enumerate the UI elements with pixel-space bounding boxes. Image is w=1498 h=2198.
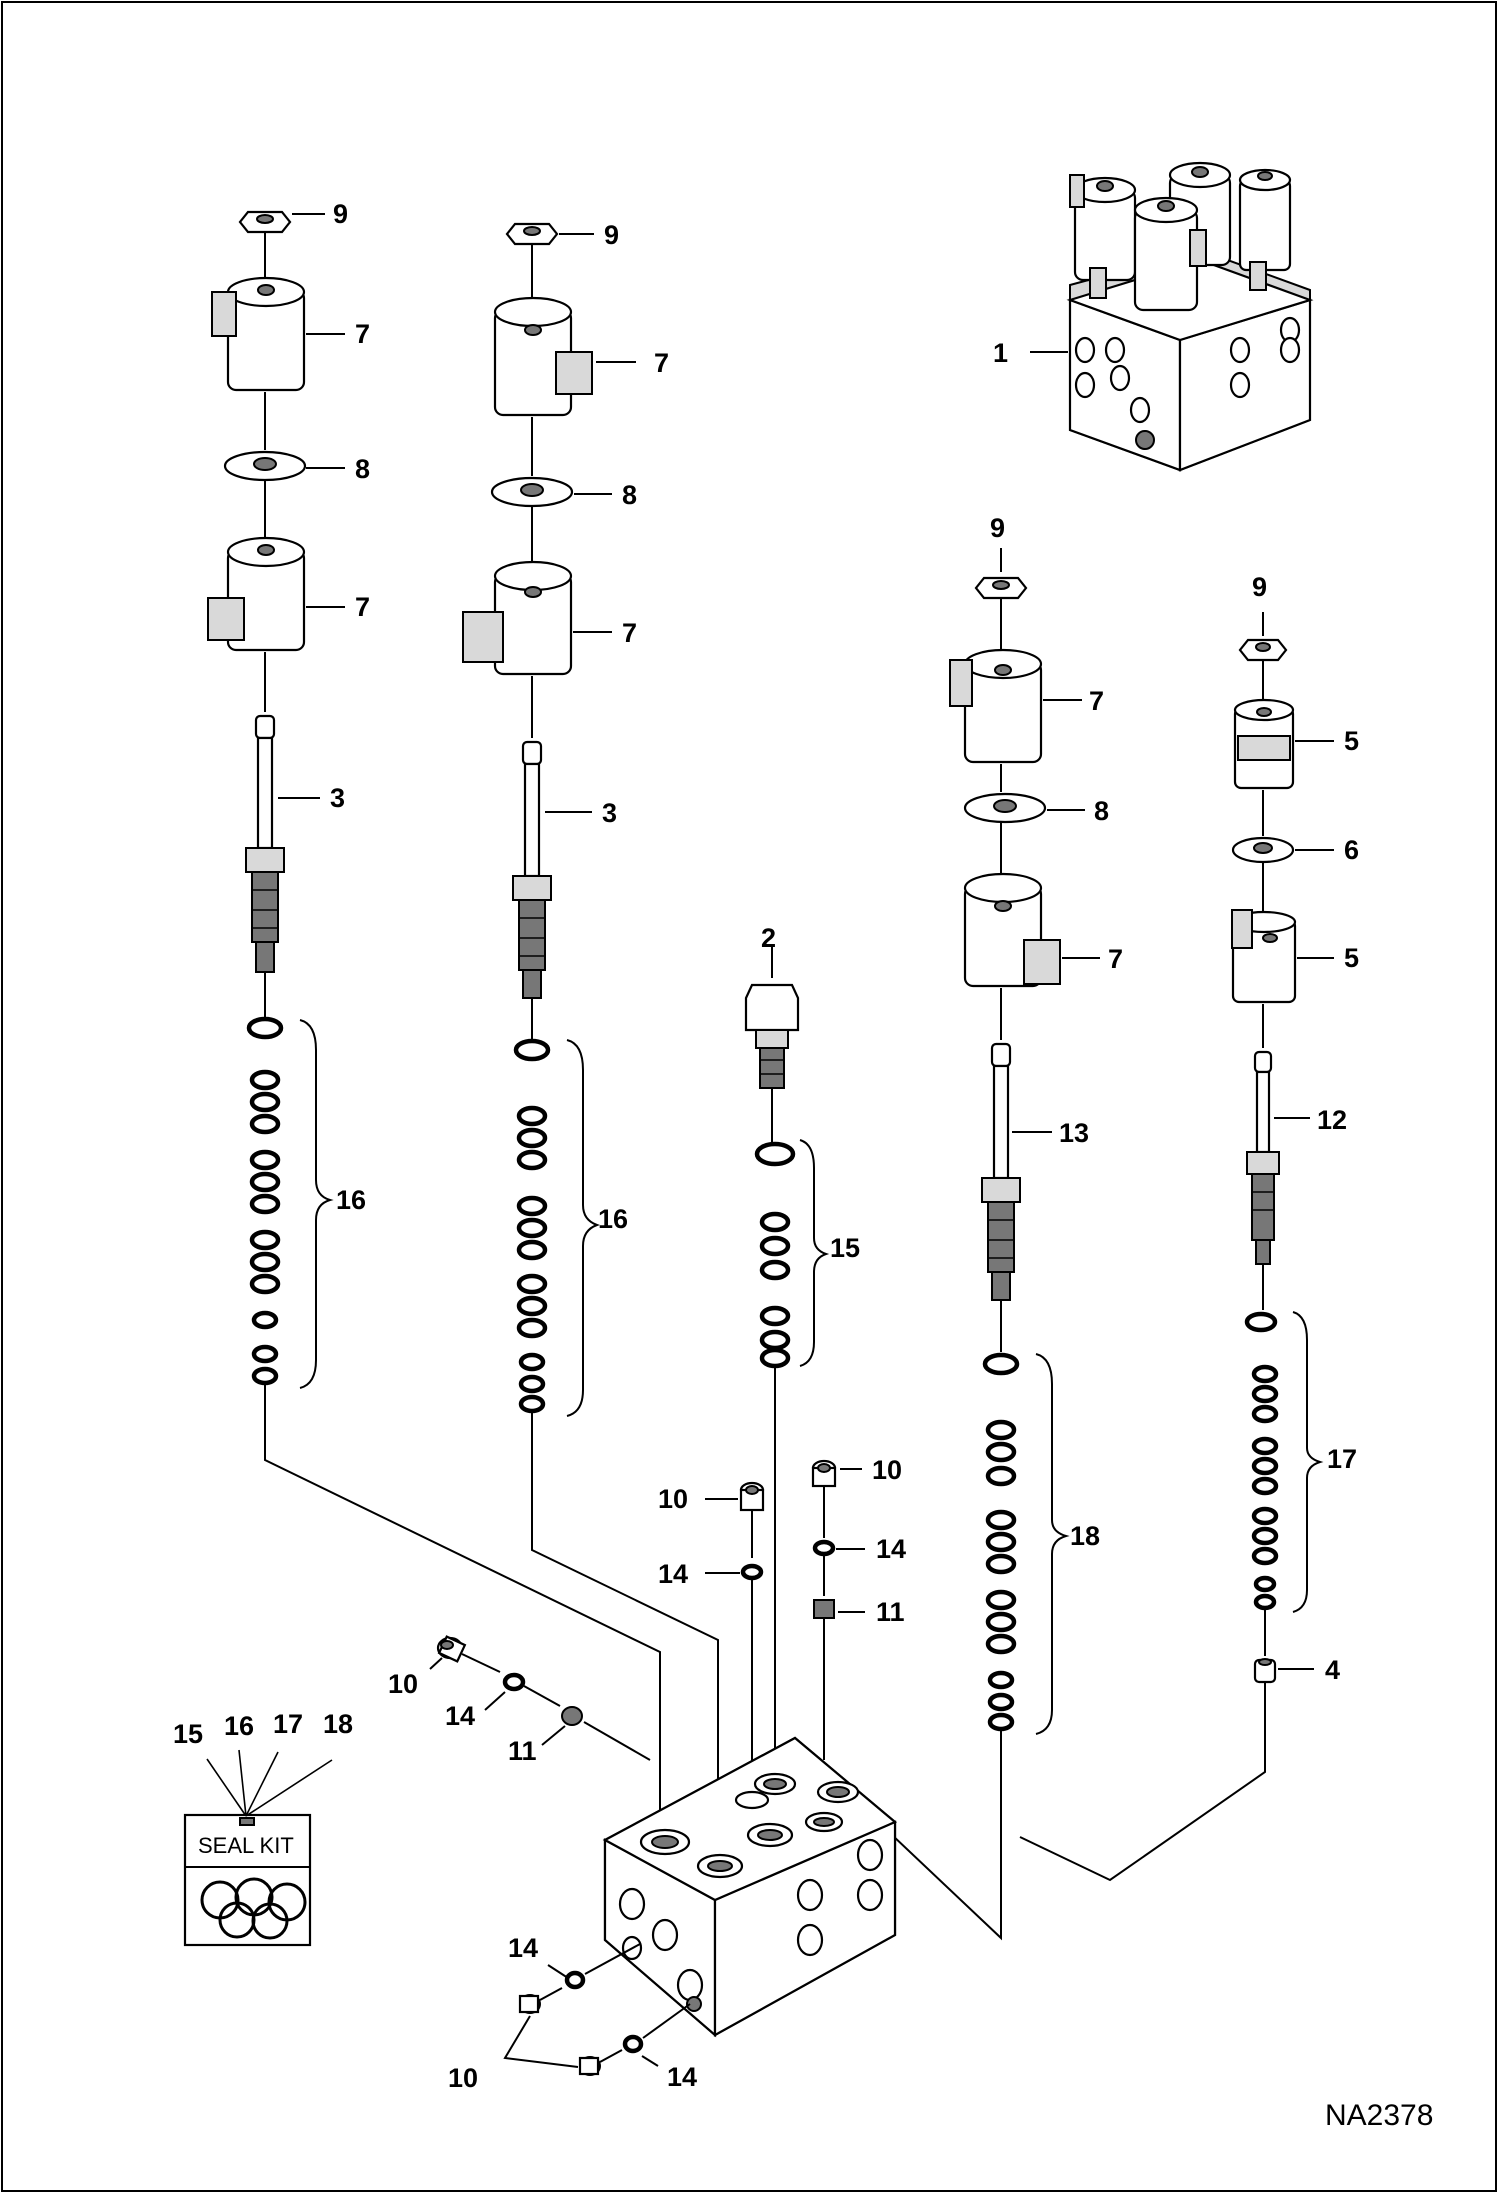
column-b-stack xyxy=(462,222,719,1850)
seal-kit-callout-16: 16 xyxy=(224,1711,254,1741)
seal-kit-box xyxy=(183,1749,333,1947)
callout-16-a: 16 xyxy=(336,1185,366,1215)
callout-17: 17 xyxy=(1327,1444,1357,1474)
callout-7-b: 7 xyxy=(355,592,370,622)
callout-10-d: 10 xyxy=(448,2063,478,2093)
callout-9-d: 9 xyxy=(1252,572,1267,602)
plug-hardware-center xyxy=(739,1459,837,1780)
callout-9-b: 9 xyxy=(604,220,619,250)
callout-10-c: 10 xyxy=(388,1669,418,1699)
callout-8-b: 8 xyxy=(622,480,637,510)
callout-12: 12 xyxy=(1317,1105,1347,1135)
seal-kit-callout-18: 18 xyxy=(323,1709,353,1739)
callout-14-c: 14 xyxy=(445,1701,475,1731)
callout-9-c: 9 xyxy=(990,513,1005,543)
manifold-block xyxy=(602,1736,898,2038)
callout-1: 1 xyxy=(993,338,1008,368)
callout-3-a: 3 xyxy=(330,783,345,813)
seal-kit-label: SEAL KIT xyxy=(198,1833,294,1858)
column-a-stack xyxy=(207,210,661,1840)
callout-7-a: 7 xyxy=(355,319,370,349)
plug-hardware-bottom xyxy=(503,1943,691,2076)
callout-9-a: 9 xyxy=(333,199,348,229)
callout-8-a: 8 xyxy=(355,454,370,484)
callout-7-d: 7 xyxy=(622,618,637,648)
callout-7-c: 7 xyxy=(654,348,669,378)
callout-14-e: 14 xyxy=(667,2062,697,2092)
callout-13: 13 xyxy=(1059,1118,1089,1148)
callout-6: 6 xyxy=(1344,835,1359,865)
callout-14-a: 14 xyxy=(658,1559,688,1589)
assembled-valve xyxy=(1066,161,1314,472)
callout-3-b: 3 xyxy=(602,798,617,828)
column-d-stack xyxy=(837,548,1070,1941)
callout-7-e: 7 xyxy=(1089,686,1104,716)
column-e-stack xyxy=(1019,612,1324,1882)
callout-8-c: 8 xyxy=(1094,796,1109,826)
plug-hardware-left xyxy=(436,1635,651,1761)
callout-10-a: 10 xyxy=(658,1484,688,1514)
callout-10-b: 10 xyxy=(872,1455,902,1485)
callout-4: 4 xyxy=(1325,1655,1340,1685)
column-c-stack xyxy=(744,945,830,1784)
callout-18: 18 xyxy=(1070,1521,1100,1551)
callout-11-b: 11 xyxy=(508,1736,537,1766)
figure-reference: NA2378 xyxy=(1325,2099,1433,2132)
callout-14-d: 14 xyxy=(508,1933,538,1963)
seal-kit-callout-17: 17 xyxy=(273,1709,303,1739)
callout-2: 2 xyxy=(761,923,776,953)
callout-14-b: 14 xyxy=(876,1534,906,1564)
callout-5-a: 5 xyxy=(1344,726,1359,756)
callout-16-b: 16 xyxy=(598,1204,628,1234)
callout-5-b: 5 xyxy=(1344,943,1359,973)
callout-7-f: 7 xyxy=(1108,944,1123,974)
callout-15: 15 xyxy=(830,1233,860,1263)
callout-11-a: 11 xyxy=(876,1597,905,1627)
seal-kit-callout-15: 15 xyxy=(173,1719,203,1749)
